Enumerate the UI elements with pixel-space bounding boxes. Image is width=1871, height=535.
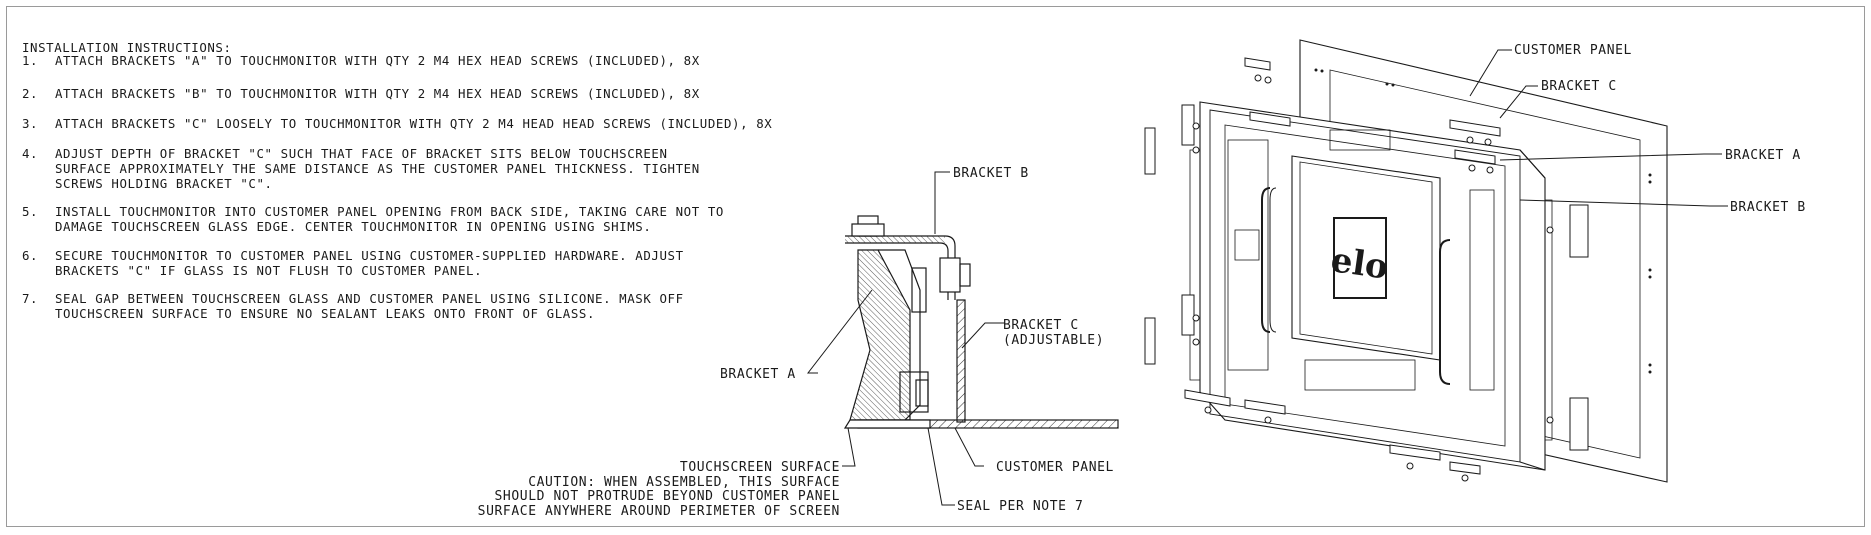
- label-caution-2: SHOULD NOT PROTRUDE BEYOND CUSTOMER PANE…: [495, 489, 841, 504]
- monitor-body-section: [849, 249, 911, 421]
- step-number: 4.: [22, 146, 39, 161]
- label-bracket-c: BRACKET C: [1003, 318, 1079, 333]
- instruction-step: 4. ADJUST DEPTH OF BRACKET "C" SUCH THAT …: [22, 146, 700, 191]
- step-text: ATTACH BRACKETS "B" TO TOUCHMONITOR WITH…: [55, 86, 700, 101]
- step-line: SEAL GAP BETWEEN TOUCHSCREEN GLASS AND C…: [55, 291, 684, 306]
- label-bracket-c-note: (ADJUSTABLE): [1003, 333, 1104, 348]
- label-bracket-b: BRACKET B: [953, 166, 1029, 181]
- section-geometry: [843, 215, 1119, 429]
- step-number: 5.: [22, 204, 39, 219]
- exploded-leaders: [1469, 49, 1728, 207]
- panel-holes: [1314, 68, 1652, 374]
- exploded-screws: [1192, 74, 1554, 482]
- step-line: ATTACH BRACKETS "B" TO TOUCHMONITOR WITH…: [55, 86, 700, 101]
- exploded-view: [1189, 39, 1668, 483]
- step-text: ATTACH BRACKETS "C" LOOSELY TO TOUCHMONI…: [55, 116, 772, 131]
- instruction-step: 1. ATTACH BRACKETS "A" TO TOUCHMONITOR WI…: [22, 53, 700, 68]
- exploded-labels: CUSTOMER PANEL BRACKET C BRACKET A BRACK…: [1514, 43, 1806, 215]
- step-line: ATTACH BRACKETS "C" LOOSELY TO TOUCHMONI…: [55, 116, 773, 131]
- section-leaders: [806, 171, 1005, 506]
- step-line: SECURE TOUCHMONITOR TO CUSTOMER PANEL US…: [55, 248, 684, 263]
- step-number: 2.: [22, 86, 39, 101]
- label-caution-1: CAUTION: WHEN ASSEMBLED, THIS SURFACE: [528, 475, 840, 490]
- step-line: SURFACE APPROXIMATELY THE SAME DISTANCE …: [55, 161, 700, 176]
- step-number: 6.: [22, 248, 39, 263]
- bracket-a-left-bottom: [1144, 317, 1156, 365]
- step-text: SECURE TOUCHMONITOR TO CUSTOMER PANEL US…: [55, 248, 684, 278]
- step-line: BRACKETS "C" IF GLASS IS NOT FLUSH TO CU…: [55, 263, 483, 278]
- instruction-step: 3. ATTACH BRACKETS "C" LOOSELY TO TOUCHMO…: [22, 116, 772, 131]
- step-line: SCREWS HOLDING BRACKET "C".: [55, 176, 273, 191]
- label-seal: SEAL PER NOTE 7: [957, 499, 1083, 514]
- step-line: ATTACH BRACKETS "A" TO TOUCHMONITOR WITH…: [55, 53, 700, 68]
- elo-logo-text: elo: [1328, 240, 1390, 288]
- elo-logo: elo: [1328, 217, 1391, 299]
- bracket-right-bottom: [1569, 397, 1589, 451]
- instruction-step: 6. SECURE TOUCHMONITOR TO CUSTOMER PANEL …: [22, 248, 684, 278]
- step-line: TOUCHSCREEN SURFACE TO ENSURE NO SEALANT…: [55, 306, 596, 321]
- section-labels: BRACKET B BRACKET C (ADJUSTABLE) BRACKET…: [478, 166, 1114, 519]
- step-number: 1.: [22, 53, 39, 68]
- exploded-label-bracket-a: BRACKET A: [1725, 148, 1801, 163]
- label-customer-panel: CUSTOMER PANEL: [996, 460, 1114, 475]
- exploded-label-bracket-b: BRACKET B: [1730, 200, 1806, 215]
- label-touchscreen-surface: TOUCHSCREEN SURFACE: [680, 460, 840, 475]
- step-number: 7.: [22, 291, 39, 306]
- instruction-step: 7. SEAL GAP BETWEEN TOUCHSCREEN GLASS AND…: [22, 291, 684, 321]
- instruction-step: 2. ATTACH BRACKETS "B" TO TOUCHMONITOR WI…: [22, 86, 700, 101]
- exploded-label-customer-panel: CUSTOMER PANEL: [1514, 43, 1632, 58]
- step-line: DAMAGE TOUCHSCREEN GLASS EDGE. CENTER TO…: [55, 219, 652, 234]
- exploded-brackets: [1144, 57, 1589, 475]
- step-text: SEAL GAP BETWEEN TOUCHSCREEN GLASS AND C…: [55, 291, 684, 321]
- sheet-border: [6, 6, 1865, 527]
- bracket-right-top: [1569, 204, 1589, 258]
- instruction-step: 5. INSTALL TOUCHMONITOR INTO CUSTOMER PAN…: [22, 204, 724, 234]
- exploded-label-bracket-c: BRACKET C: [1541, 79, 1617, 94]
- step-line: INSTALL TOUCHMONITOR INTO CUSTOMER PANEL…: [55, 204, 724, 219]
- step-text: INSTALL TOUCHMONITOR INTO CUSTOMER PANEL…: [55, 204, 724, 234]
- instructions-title: INSTALLATION INSTRUCTIONS:: [22, 40, 232, 55]
- bracket-a-left-top: [1144, 127, 1156, 175]
- bracket-b-section: [845, 235, 956, 300]
- step-text: ATTACH BRACKETS "A" TO TOUCHMONITOR WITH…: [55, 53, 700, 68]
- step-number: 3.: [22, 116, 39, 131]
- label-bracket-a: BRACKET A: [720, 367, 796, 382]
- step-text: ADJUST DEPTH OF BRACKET "C" SUCH THAT FA…: [55, 146, 700, 191]
- bracket-c-section: [956, 299, 966, 423]
- step-line: ADJUST DEPTH OF BRACKET "C" SUCH THAT FA…: [55, 146, 668, 161]
- label-caution-3: SURFACE ANYWHERE AROUND PERIMETER OF SCR…: [478, 504, 840, 519]
